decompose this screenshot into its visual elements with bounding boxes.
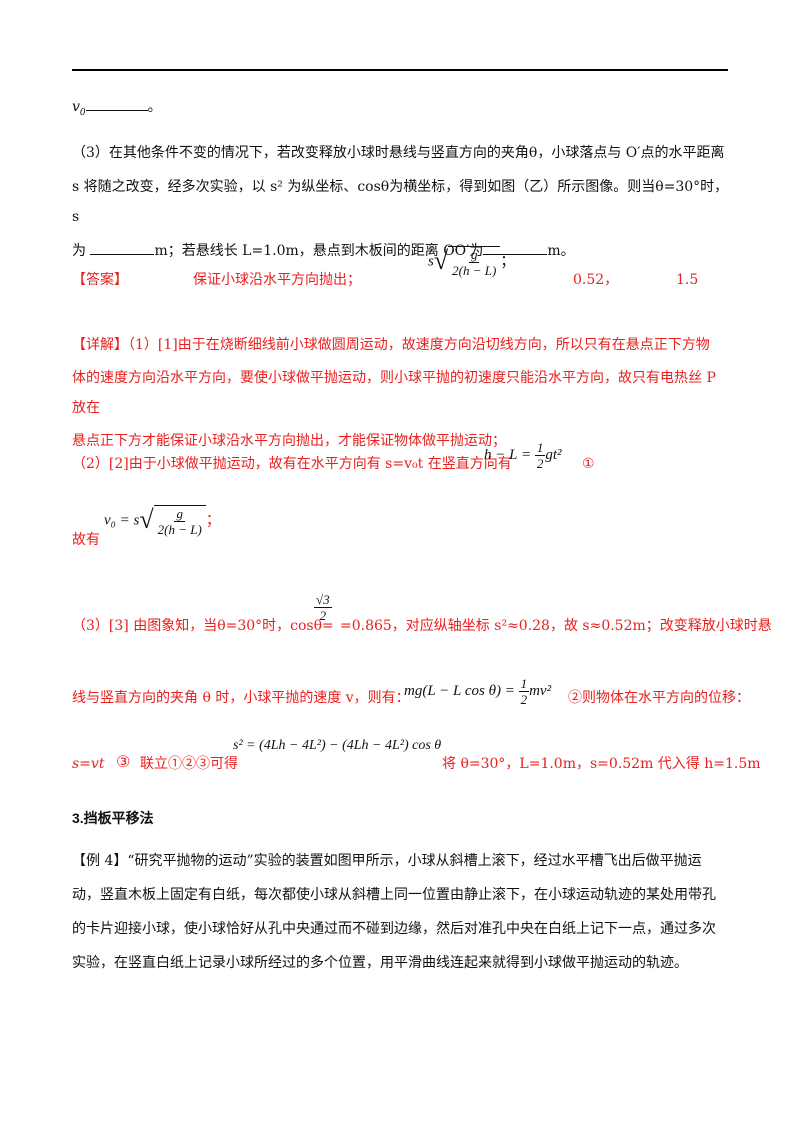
detail-p1: 【详解】（1）[1]由于在烧断细线前小球做圆周运动，故速度方向沿切线方向，所以只… [72,330,732,456]
detail-p3-text: （3）[3] 由图象知，当θ=30°时，cosθ= [72,618,334,634]
detail-p4-text-b: ②则物体在水平方向的位移： [568,690,750,706]
answer-3: 0.52， [573,272,619,288]
v0-answer-blank[interactable] [85,96,148,111]
example-line2: 动，竖直木板上固定有白纸，每次都使小球从斜槽上同一位置由静止滚下，在小球运动轨迹… [72,887,716,903]
s-answer-blank[interactable] [90,240,155,255]
eq-mark-1: ① [582,456,595,472]
part3-line2: s 将随之改变，经多次实验，以 s² 为纵坐标、cosθ为横坐标，得到如图（乙）… [72,179,729,225]
detail-p1-line3: 悬点正下方才能保证小球沿水平方向抛出，才能保证物体做平抛运动； [72,433,506,449]
detail-p4-text: 线与竖直方向的夹角 θ 时，小球平抛的速度 v，则有： [72,690,410,706]
header-rule [72,69,728,71]
detail-p1-line2: 体的速度方向沿水平方向，要使小球做平抛运动，则小球平抛的初速度只能沿水平方向，故… [72,370,716,416]
part3-question: （3）在其他条件不变的情况下，若改变释放小球时悬线与竖直方向的夹角θ，小球落点与… [72,138,732,266]
detail-p5-text: 联立①②③可得 [140,756,238,772]
detail-p5-text-c: 将 θ=30°，L=1.0m，s=0.52m 代入得 h=1.5m [442,756,761,772]
detail-p2-text: （2）[2]由于小球做平抛运动，故有在水平方向有 s=v₀t 在竖直方向有 [72,456,512,472]
s-vt: s=vt [72,756,105,772]
answer-4: 1.5 [676,272,699,288]
detail-p3-text-b: =0.865，对应纵轴坐标 s²≈0.28，故 s≈0.52m；改变释放小球时悬 [340,618,772,634]
eq-mark-3: ③ [116,752,131,771]
detail-p1-line1: 【详解】（1）[1]由于在烧断细线前小球做圆周运动，故速度方向沿切线方向，所以只… [72,337,710,353]
oo-answer-blank[interactable] [483,240,548,255]
detail-p2b-text: 故有 [72,532,100,548]
answer-1: 保证小球沿水平方向抛出； [193,272,361,288]
part3-line1: （3）在其他条件不变的情况下，若改变释放小球时悬线与竖直方向的夹角θ，小球落点与… [72,145,725,161]
section-title: 3.挡板平移法 [72,810,154,826]
example-line3: 的卡片迎接小球，使小球恰好从孔中央通过而不碰到边缘，然后对准孔中央在白纸上记下一… [72,921,716,937]
v0-symbol: v0 [72,99,86,118]
example-line1: 【例 4】“研究平抛物的运动”实验的装置如图甲所示，小球从斜槽上滚下，经过水平槽… [72,853,702,869]
s-squared-equation: s² = (4Lh − 4L²) − (4Lh − 4L²) cos θ [233,738,442,753]
v0-blank-line: v0。 [72,92,732,128]
example-line4: 实验，在竖直白纸上记录小球所经过的多个位置，用平滑曲线连起来就得到小球做平抛运动… [72,955,688,971]
answer-tag: 【答案】 [72,272,128,288]
example-4: 【例 4】“研究平抛物的运动”实验的装置如图甲所示，小球从斜槽上滚下，经过水平槽… [72,846,732,978]
